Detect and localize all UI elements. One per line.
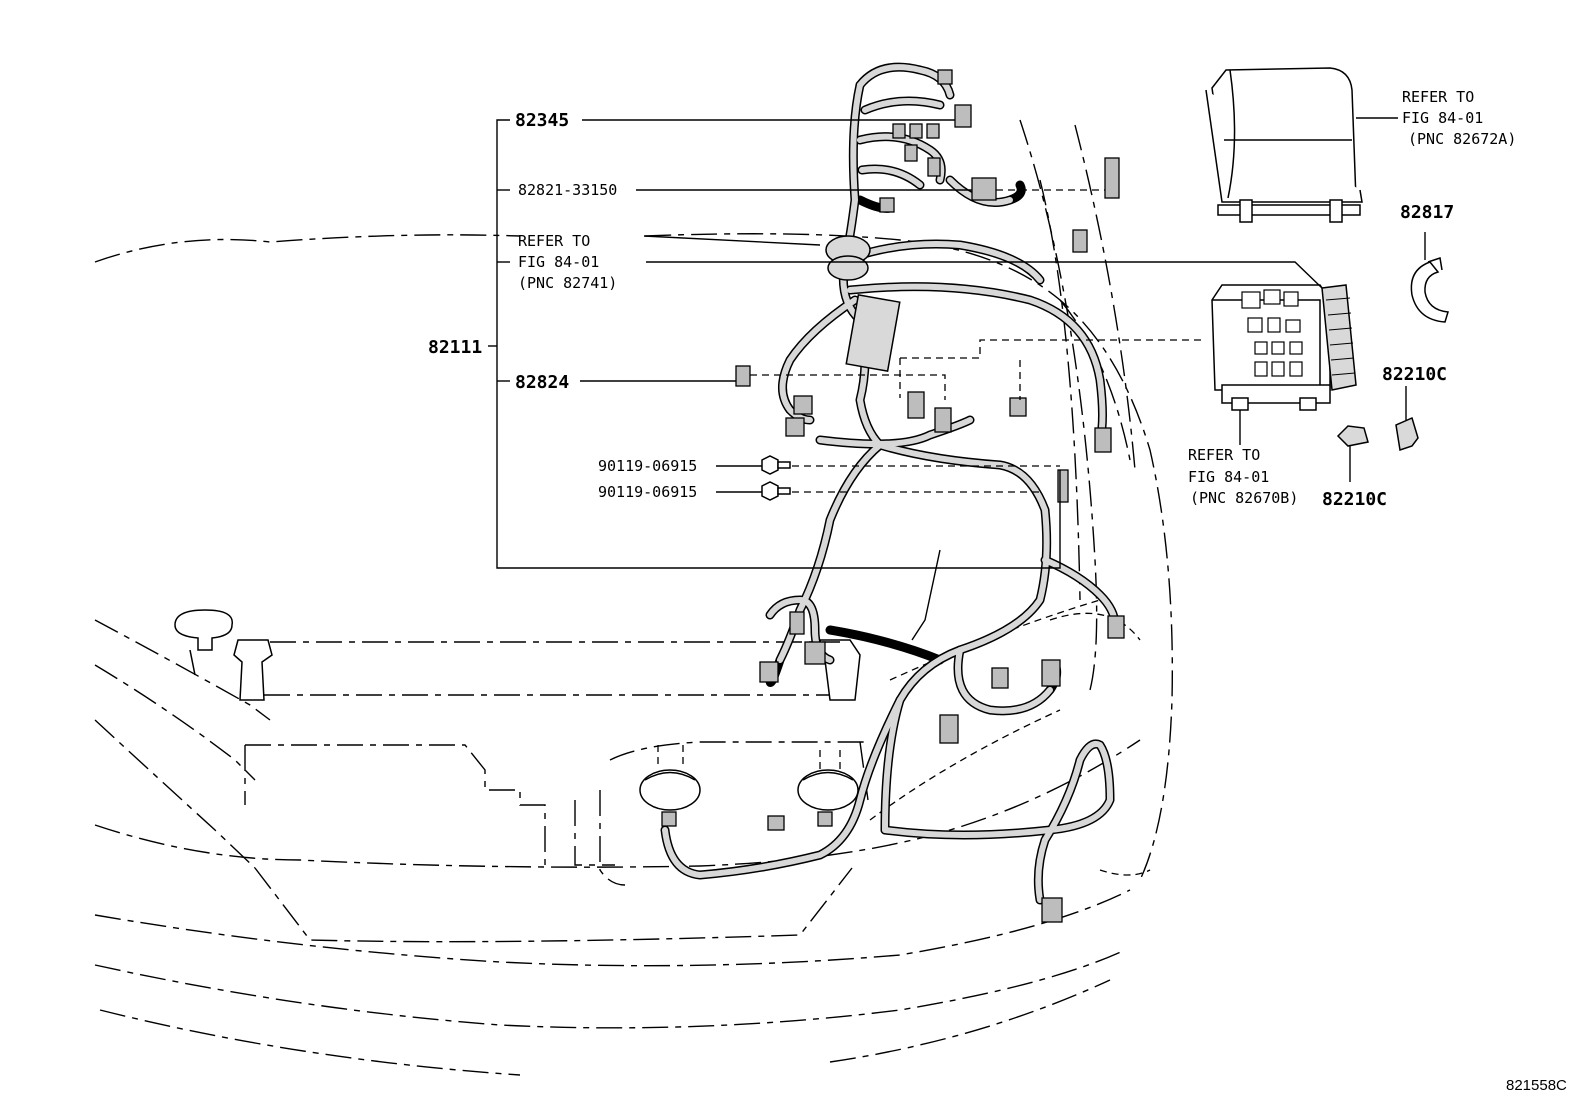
horn-left [639, 745, 701, 827]
horn-right [797, 750, 859, 827]
label-82111: 82111 [428, 337, 482, 358]
relay-block [1211, 284, 1357, 411]
engine-wire-harness [660, 62, 1125, 923]
refer-82670b-line3: (PNC 82670B) [1190, 489, 1298, 507]
refer-82672a-line1: REFER TO [1402, 88, 1474, 106]
refer-82670b-line1: REFER TO [1188, 446, 1260, 464]
clip-82210c-b [1336, 425, 1369, 447]
refer-82670b-line2: FIG 84-01 [1188, 468, 1269, 486]
label-82817: 82817 [1400, 202, 1454, 223]
refer-82741-line1: REFER TO [518, 232, 590, 250]
relay-block-cover [1205, 67, 1363, 223]
figure-id: 821558C [1506, 1077, 1567, 1094]
label-bolt-2: 90119-06915 [598, 483, 697, 501]
refer-82672a-line2: FIG 84-01 [1402, 109, 1483, 127]
clamp-82817 [1410, 257, 1449, 323]
label-82345: 82345 [515, 110, 569, 131]
label-82210c-a: 82210C [1382, 364, 1447, 385]
label-bolt-1: 90119-06915 [598, 457, 697, 475]
bolt-icon [761, 481, 791, 501]
part-number-labels: 82345 82821-33150 REFER TO FIG 84-01 (PN… [428, 88, 1567, 1094]
label-82210c-b: 82210C [1322, 489, 1387, 510]
vehicle-body-outline [94, 119, 1174, 1076]
radiator [174, 609, 861, 701]
refer-82672a-line3: (PNC 82672A) [1408, 130, 1516, 148]
leader-lines [488, 117, 1426, 641]
refer-82741-line3: (PNC 82741) [518, 274, 617, 292]
label-82821-33150: 82821-33150 [518, 181, 617, 199]
bolt-icon [761, 455, 791, 475]
clip-82210c-a [1395, 416, 1419, 451]
label-82824: 82824 [515, 372, 569, 393]
refer-82741-line2: FIG 84-01 [518, 253, 599, 271]
